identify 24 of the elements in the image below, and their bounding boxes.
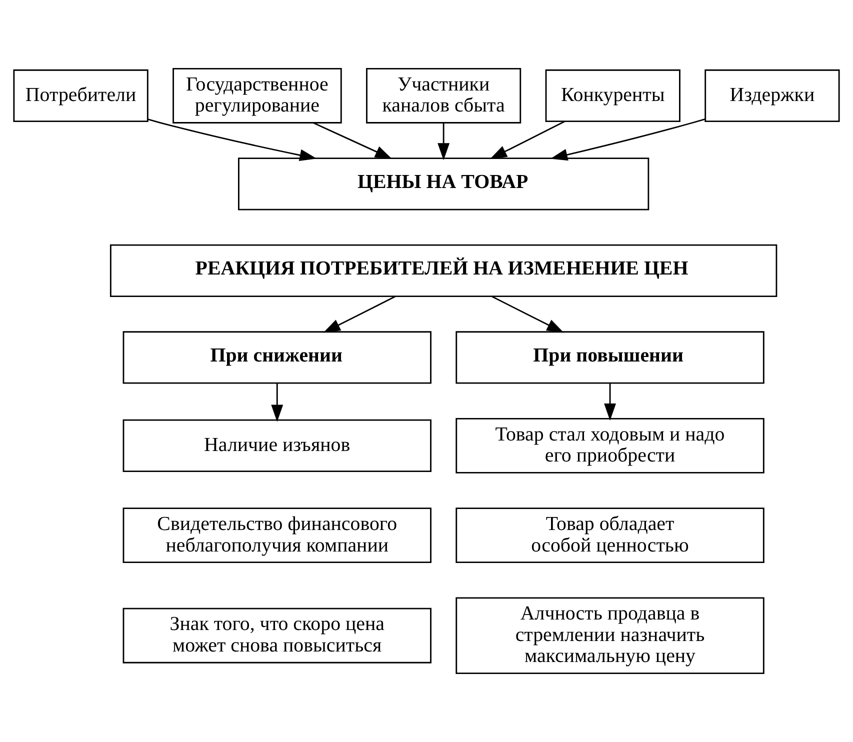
arrow [438,122,450,160]
node-box: РЕАКЦИЯ ПОТРЕБИТЕЛЕЙ НА ИЗМЕНЕНИЕ ЦЕН [110,244,778,298]
node-box: Товар обладает особой ценностью [456,508,764,564]
node-box: Конкуренты [545,69,680,122]
node-box: Издержки [704,69,840,122]
node-box: Товар стал ходовым и надо его приобрести [456,418,764,474]
arrow [604,383,616,421]
node-box: Потребители [13,69,148,122]
node-box: Наличие изъянов [122,419,432,472]
node-box: Алчность продавца в стремлении назначить максимальную цену [456,597,764,674]
arrow [312,122,392,159]
arrow [550,118,706,161]
arrow [271,383,284,422]
arrow [148,118,317,162]
node-box: Государственное регулирование [172,68,342,124]
arrow [491,296,564,333]
arrow [323,296,396,333]
node-box: При повышении [456,331,764,384]
node-box: Свидетельство финансового неблагополучия компании [122,508,432,564]
node-box: ЦЕНЫ НА ТОВАР [238,158,650,210]
node-box: Участники каналов сбыта [366,68,522,124]
node-box: Знак того, что скоро цена может снова повыситься [122,608,432,664]
arrow [490,120,566,160]
node-box: При снижении [122,331,432,384]
